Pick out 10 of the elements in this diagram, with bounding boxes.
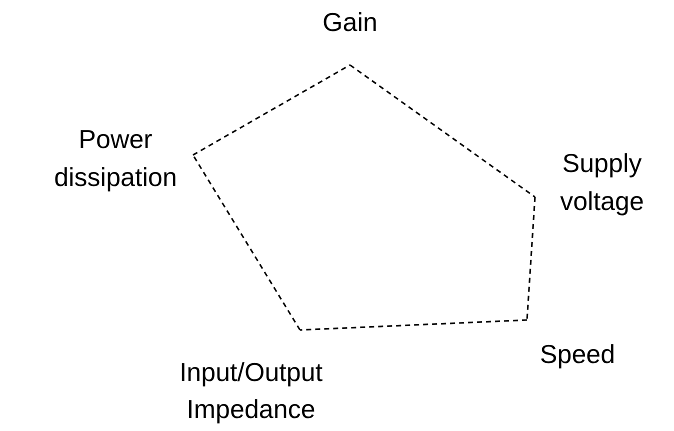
axis-label: Input/Output Impedance [178, 356, 324, 426]
dashed-line [300, 319, 528, 331]
axis-label: Supply voltage [559, 146, 645, 218]
dashed-line [350, 64, 536, 198]
dashed-line [526, 196, 536, 320]
dashed-line [192, 154, 301, 330]
axis-label: Speed [540, 338, 616, 372]
dashed-line [192, 64, 350, 156]
axis-label: Gain [322, 6, 378, 39]
axis-label: Power dissipation [53, 123, 178, 194]
